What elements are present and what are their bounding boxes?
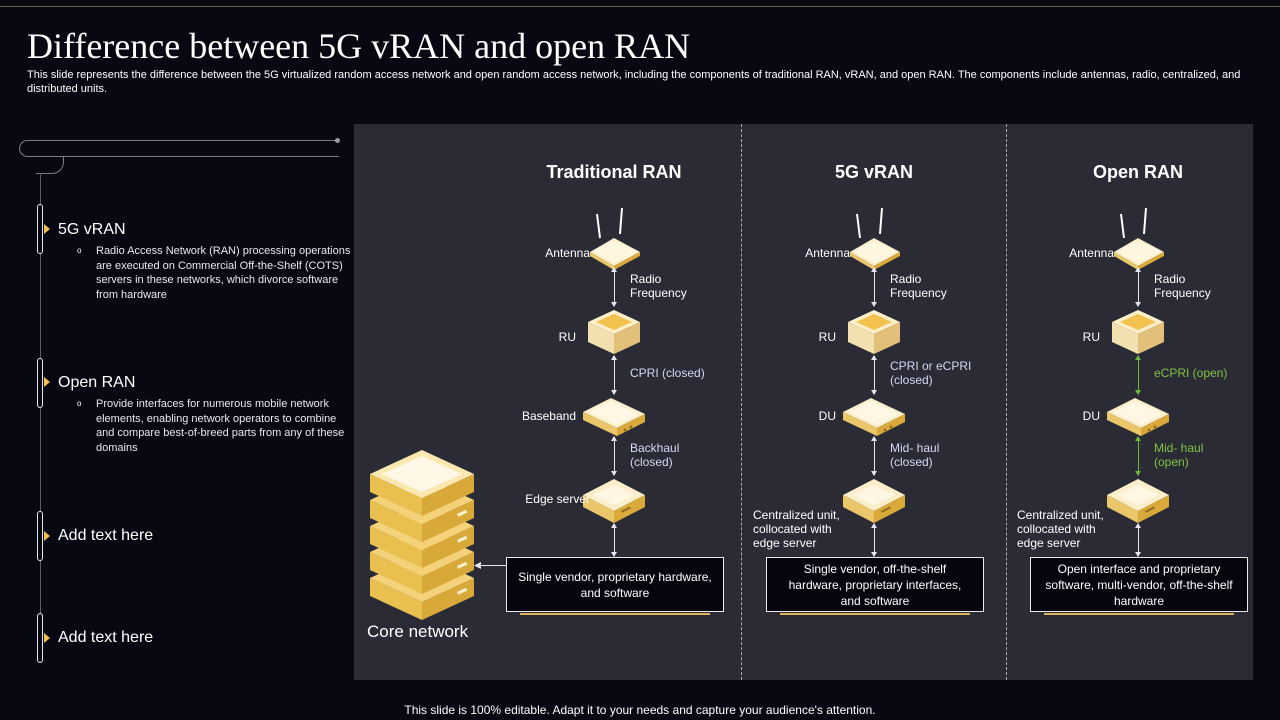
ru-label: RU	[818, 330, 836, 344]
top-rule	[0, 6, 1280, 7]
sidebar-item-openran-heading: Open RAN	[58, 374, 136, 391]
arrow-left-icon	[474, 562, 481, 569]
column-divider	[1006, 124, 1007, 680]
timeline-marker	[37, 511, 43, 561]
summary-link-line	[1135, 523, 1141, 557]
footer-note: This slide is 100% editable. Adapt it to…	[404, 703, 876, 717]
summary-box-accent	[1044, 613, 1234, 615]
core-link-line	[480, 565, 506, 566]
haul-link-label: Mid- haul (closed)	[890, 441, 940, 469]
haul-link-label: Backhaul (closed)	[630, 441, 680, 469]
timeline-marker	[37, 358, 43, 408]
server-label: Centralized unit, collocated with edge s…	[753, 508, 840, 550]
fronthaul-link-label: CPRI (closed)	[630, 366, 705, 380]
radio-frequency-label: Radio Frequency	[1154, 272, 1211, 300]
page-subtitle: This slide represents the difference bet…	[27, 69, 1241, 95]
radio-link-line	[611, 267, 617, 307]
summary-box-accent	[780, 613, 970, 615]
core-network-server-icon	[370, 450, 474, 620]
caret-right-icon	[44, 224, 50, 234]
sidebar-item-openran-text: Provide interfaces for numerous mobile n…	[96, 398, 345, 454]
caret-right-icon	[44, 531, 50, 541]
page-title: Difference between 5G vRAN and open RAN	[27, 26, 691, 66]
timeline-marker	[37, 613, 43, 663]
radio-link-line	[1135, 267, 1141, 307]
summary-link-line	[871, 523, 877, 557]
fronthaul-link-line	[611, 355, 617, 395]
summary-link-line	[611, 523, 617, 557]
haul-link-line	[871, 436, 877, 476]
timeline-marker	[37, 204, 43, 254]
radio-link-line	[871, 267, 877, 307]
ru-label: RU	[1082, 330, 1100, 344]
sidebar-item-vran-heading: 5G vRAN	[58, 221, 126, 238]
summary-box-accent	[520, 613, 710, 615]
summary-box: Open interface and proprietary software,…	[1030, 557, 1248, 612]
bullet-icon: o	[77, 399, 82, 408]
ru-label: RU	[558, 330, 576, 344]
bullet-icon: o	[77, 246, 82, 255]
caret-right-icon	[44, 633, 50, 643]
antenna-label: Antenna	[805, 246, 850, 260]
radio-frequency-label: Radio Frequency	[630, 272, 687, 300]
radio-frequency-label: Radio Frequency	[890, 272, 947, 300]
haul-link-label: Mid- haul (open)	[1154, 441, 1204, 469]
timeline-dot	[335, 138, 340, 143]
fronthaul-link-line	[1135, 355, 1141, 395]
fronthaul-link-label: CPRI or eCPRI (closed)	[890, 359, 972, 387]
sidebar-item-4-heading: Add text here	[58, 629, 154, 646]
column-title: Traditional RAN	[546, 162, 682, 182]
server-label: Centralized unit, collocated with edge s…	[1017, 508, 1104, 550]
column-divider	[741, 124, 742, 680]
column-title: 5G vRAN	[834, 162, 914, 182]
antenna-label: Antenna	[1069, 246, 1114, 260]
antenna-label: Antenna	[545, 246, 590, 260]
column-title: Open RAN	[1093, 162, 1183, 182]
sidebar-item-vran-text: Radio Access Network (RAN) processing op…	[96, 245, 351, 301]
timeline-curve	[36, 156, 64, 174]
server-label: Edge server	[525, 492, 590, 506]
core-network-label: Core network	[367, 622, 469, 641]
timeline-line	[40, 173, 41, 663]
caret-right-icon	[44, 377, 50, 387]
summary-box: Single vendor, off-the-shelf hardware, p…	[766, 557, 984, 612]
fronthaul-link-line	[871, 355, 877, 395]
fronthaul-link-label: eCPRI (open)	[1154, 366, 1228, 380]
unit-label: DU	[1082, 409, 1100, 423]
sidebar-item-3-heading: Add text here	[58, 527, 154, 544]
haul-link-line	[1135, 436, 1141, 476]
summary-box: Single vendor, proprietary hardware, and…	[506, 557, 724, 612]
haul-link-line	[611, 436, 617, 476]
timeline-hook	[19, 140, 339, 157]
unit-label: Baseband	[521, 409, 576, 423]
unit-label: DU	[818, 409, 836, 423]
